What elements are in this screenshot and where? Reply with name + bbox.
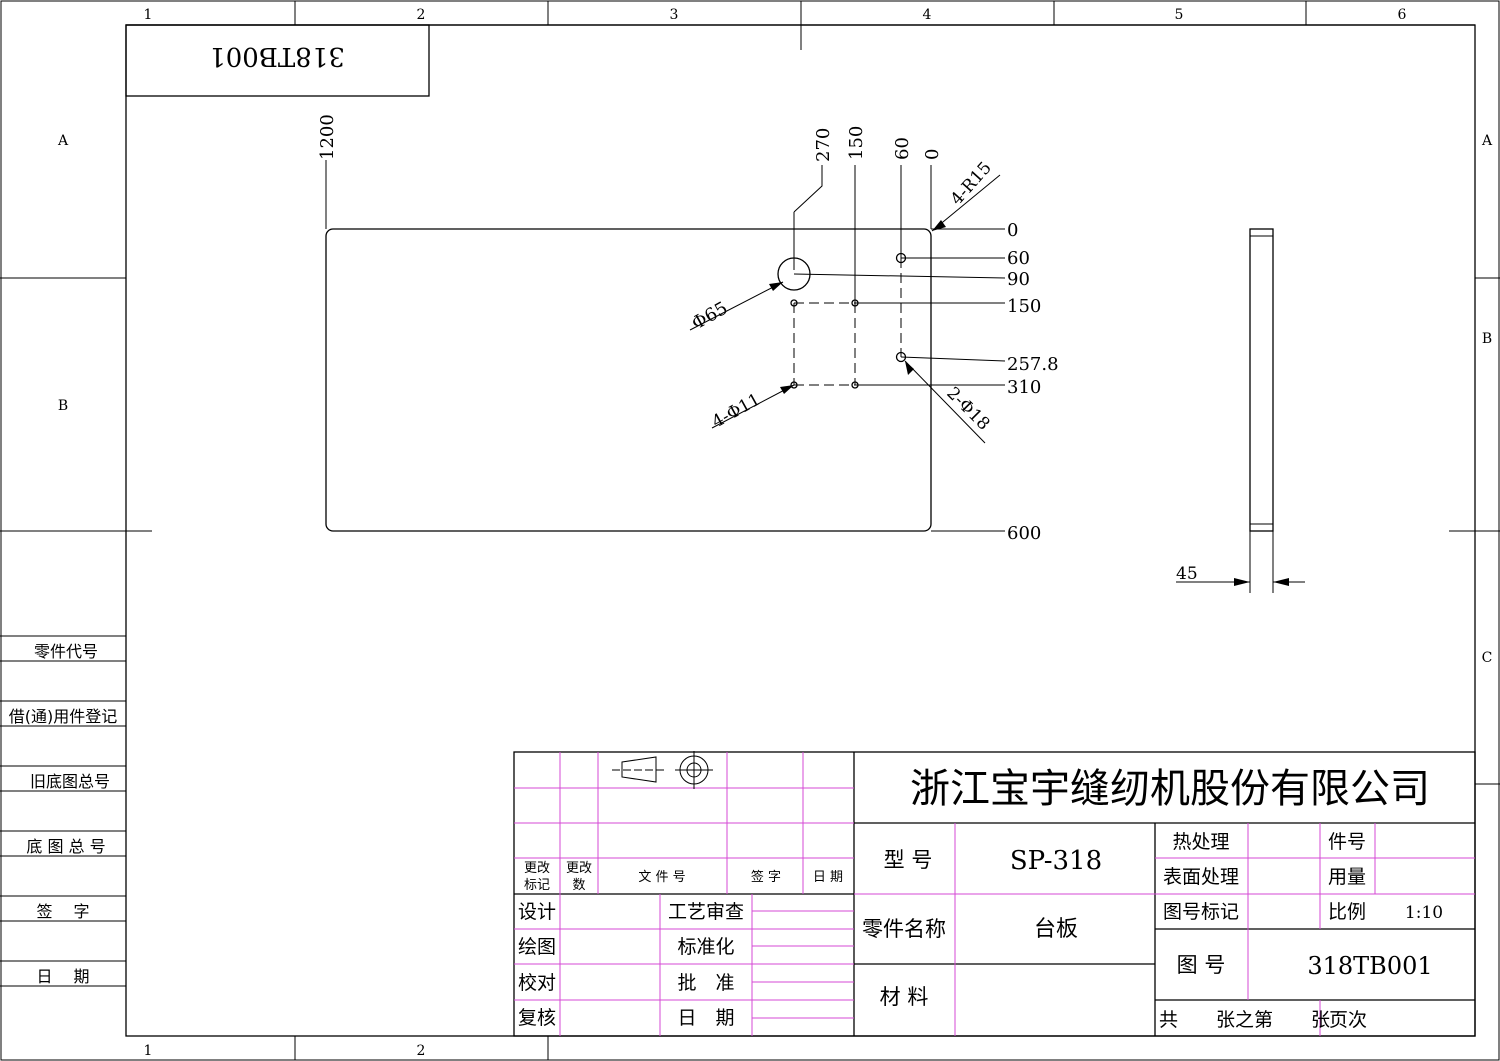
- dim-y-60: 60: [1007, 248, 1030, 269]
- hole-phi18-2: [895, 351, 907, 363]
- rev-count-header-2: 数: [572, 878, 585, 893]
- zone-col-bottom-2: 2: [417, 1043, 426, 1059]
- callout-4-phi11: 4-Φ11: [709, 390, 764, 433]
- file-no-header: 文 件 号: [638, 870, 685, 885]
- page-label: 页次: [1329, 1009, 1367, 1031]
- model-value: SP-318: [1010, 846, 1102, 876]
- zone-col-6: 6: [1398, 7, 1407, 23]
- signature-label: 签 字: [36, 902, 89, 921]
- dim-y-150: 150: [1007, 296, 1041, 317]
- zone-col-5: 5: [1175, 7, 1184, 23]
- stamp-box: 318TB001: [125, 24, 430, 97]
- part-name-value: 台板: [1034, 917, 1078, 942]
- dim-y-257-8: 257.8: [1007, 354, 1059, 375]
- zone-col-3: 3: [670, 7, 679, 23]
- review-label: 复核: [518, 1007, 556, 1029]
- borrowed-parts-label: 借(通)用件登记: [9, 707, 118, 726]
- model-label: 型 号: [884, 848, 933, 872]
- scale-value: 1:10: [1405, 903, 1443, 923]
- zone-row-c-right: C: [1482, 650, 1493, 666]
- surface-treatment-label: 表面处理: [1163, 866, 1239, 888]
- drawing-no-value: 318TB001: [1307, 952, 1432, 980]
- hole-phi11-4: [851, 381, 859, 389]
- callout-2-phi18: 2-Φ18: [942, 383, 993, 434]
- hole-phi65: [777, 257, 811, 291]
- part-name-label: 零件名称: [862, 917, 946, 941]
- projection-symbol-icon: [612, 751, 713, 789]
- dim-y-600: 600: [1007, 523, 1041, 544]
- dim-y-310: 310: [1007, 377, 1041, 398]
- material-label: 材 料: [880, 985, 929, 1009]
- dim-x-0: 0: [922, 149, 943, 160]
- zone-row-b-left: B: [58, 398, 68, 414]
- table-plate-plan-view: 1200 270 150 60 0 0 60 90 150 257.8 310 …: [317, 114, 1059, 544]
- zone-col-4: 4: [923, 7, 932, 23]
- dim-x-150: 150: [846, 126, 867, 160]
- dim-y-0: 0: [1007, 220, 1018, 241]
- title-block: 浙江宝宇缝纫机股份有限公司 更改 标记 更改 数 文 件 号 签 字 日 期 设…: [513, 751, 1476, 1037]
- quantity-label: 用量: [1328, 866, 1366, 888]
- dim-thickness-45: 45: [1176, 564, 1198, 584]
- side-outline: [1249, 228, 1274, 532]
- top-zone-labels: 1 2 3 4 5 6 1 2 A B A B C: [57, 7, 1493, 1059]
- stamp-code: 318TB001: [209, 41, 345, 71]
- master-no-label: 底 图 总 号: [26, 837, 105, 856]
- heat-treatment-label: 热处理: [1172, 831, 1229, 853]
- sheet-count: 共 张之第 张: [1159, 1009, 1330, 1031]
- part-code-label: 零件代号: [34, 642, 98, 661]
- rev-count-header-1: 更改: [566, 861, 592, 876]
- left-strip: 零件代号 借(通)用件登记 旧底图总号 底 图 总 号 签 字 日 期: [0, 635, 126, 987]
- plate-outline: [325, 228, 932, 532]
- date-row-label: 日 期: [677, 1007, 734, 1029]
- callout-4-r15: 4-R15: [947, 158, 996, 209]
- zone-row-a-left: A: [57, 133, 69, 149]
- approve-label: 批 准: [677, 972, 734, 994]
- date-header: 日 期: [813, 870, 843, 885]
- rev-mark-header-2: 标记: [524, 878, 550, 893]
- check-label: 校对: [518, 972, 556, 994]
- standardization-label: 标准化: [677, 936, 734, 958]
- zone-col-2: 2: [417, 7, 426, 23]
- dim-x-270: 270: [813, 128, 834, 162]
- table-plate-side-view: 45: [1176, 228, 1305, 593]
- part-no-label: 件号: [1328, 831, 1366, 853]
- scale-label: 比例: [1328, 901, 1366, 923]
- dim-x-1200: 1200: [317, 114, 338, 160]
- drawing-mark-label: 图号标记: [1163, 901, 1239, 923]
- drawing-no-label: 图 号: [1177, 953, 1226, 977]
- zone-row-b-right: B: [1482, 331, 1492, 347]
- process-review-label: 工艺审查: [668, 901, 744, 923]
- dim-y-90: 90: [1007, 269, 1030, 290]
- drawing-label: 绘图: [518, 936, 556, 958]
- rev-mark-header-1: 更改: [524, 861, 550, 876]
- hole-phi11-1: [790, 299, 798, 307]
- signature-header: 签 字: [751, 869, 781, 885]
- hole-phi18-1: [895, 252, 907, 264]
- zone-row-a-right: A: [1481, 133, 1493, 149]
- company-name: 浙江宝宇缝纫机股份有限公司: [910, 766, 1430, 812]
- design-label: 设计: [518, 901, 556, 923]
- hole-phi11-3: [790, 381, 798, 389]
- old-master-no-label: 旧底图总号: [30, 772, 110, 791]
- zone-col-bottom-1: 1: [144, 1043, 153, 1059]
- hole-phi11-2: [851, 299, 859, 307]
- dim-x-60: 60: [892, 137, 913, 160]
- callout-phi65: Φ65: [688, 298, 731, 335]
- zone-col-1: 1: [144, 7, 153, 23]
- date-label: 日 期: [36, 967, 89, 986]
